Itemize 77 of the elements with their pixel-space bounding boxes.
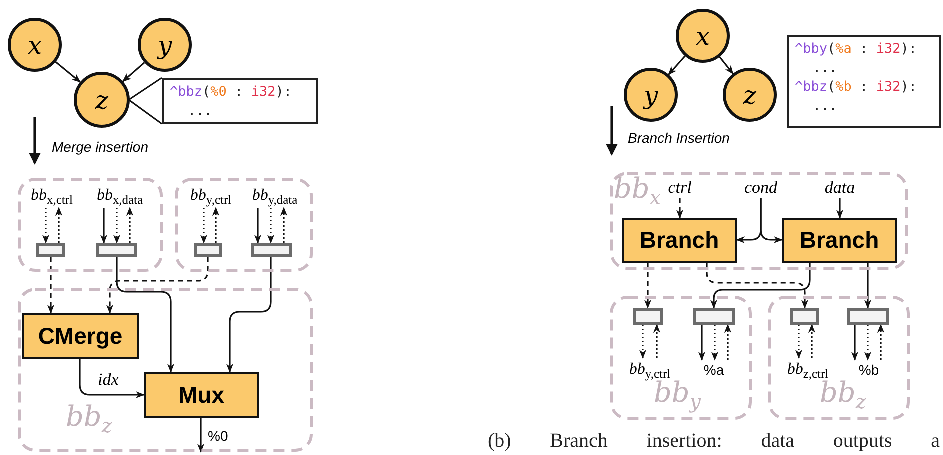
arrow bbox=[254, 208, 262, 244]
arrow bbox=[877, 324, 885, 360]
graph-node-circle: x bbox=[676, 9, 730, 63]
arrow bbox=[100, 208, 108, 244]
signal-label: data bbox=[816, 176, 864, 198]
code-line: ^bbz(%b : i32): bbox=[795, 78, 918, 97]
arrow bbox=[79, 359, 145, 399]
arrow bbox=[760, 198, 783, 244]
code-box bbox=[162, 78, 318, 124]
arrow bbox=[795, 325, 803, 359]
block-label: bb$_{x}$ bbox=[614, 172, 661, 210]
value-label: %a bbox=[696, 360, 732, 380]
arrow bbox=[47, 257, 55, 314]
graph-node-circle: y bbox=[138, 18, 192, 72]
arrow bbox=[864, 263, 872, 309]
signal-label: cond bbox=[737, 176, 785, 198]
annotation-text: Merge insertion bbox=[52, 139, 148, 155]
figure-caption: (b) Branch insertion: data outputs a bbox=[488, 430, 940, 453]
graph-node-circle: z bbox=[723, 68, 777, 122]
buffer-port bbox=[194, 243, 222, 257]
basic-block-region bbox=[175, 178, 313, 272]
graph-node-circle: y bbox=[624, 68, 678, 122]
port-label: bb$_{z,ctrl}$ bbox=[768, 358, 848, 382]
buffer-port bbox=[790, 308, 819, 325]
arrow bbox=[668, 56, 686, 76]
arrow bbox=[42, 208, 50, 244]
buffer-port bbox=[693, 308, 735, 325]
operation-box: CMerge bbox=[22, 313, 139, 359]
code-box bbox=[787, 35, 941, 128]
graph-node-circle: z bbox=[74, 72, 130, 128]
arrow bbox=[698, 325, 706, 361]
arrow bbox=[676, 198, 684, 219]
graph-node-circle: x bbox=[8, 18, 62, 72]
buffer-port bbox=[847, 308, 889, 325]
arrow bbox=[864, 325, 872, 361]
buffer-port bbox=[36, 243, 65, 257]
arrow bbox=[116, 257, 175, 373]
arrow bbox=[106, 257, 209, 314]
operation-box: Branch bbox=[622, 218, 737, 263]
code-line: ... bbox=[812, 97, 838, 116]
basic-block-region bbox=[18, 178, 163, 272]
buffer-port bbox=[633, 308, 663, 325]
code-line: ... bbox=[812, 59, 838, 78]
port-label: bb$_{y,ctrl}$ bbox=[610, 358, 690, 382]
edge-label: %0 bbox=[207, 428, 230, 444]
value-label: %b bbox=[851, 360, 887, 380]
operation-box: Mux bbox=[144, 372, 259, 418]
arrow bbox=[55, 62, 82, 83]
arrow bbox=[212, 207, 220, 243]
signal-label: ctrl bbox=[660, 176, 700, 198]
code-line: ... bbox=[187, 102, 214, 121]
arrow bbox=[711, 325, 719, 361]
arrow bbox=[653, 324, 661, 358]
arrow bbox=[808, 324, 816, 358]
annotation-text: Branch Insertion bbox=[628, 130, 730, 146]
arrow bbox=[226, 257, 272, 373]
code-line: ^bby(%a : i32): bbox=[795, 40, 918, 59]
arrow bbox=[200, 208, 208, 244]
buffer-port bbox=[251, 243, 292, 257]
arrow bbox=[719, 56, 734, 75]
arrow bbox=[267, 208, 275, 244]
arrow bbox=[280, 207, 288, 243]
callout-line bbox=[128, 77, 162, 125]
arrow bbox=[113, 208, 121, 244]
arrow bbox=[55, 207, 63, 243]
operation-box: Branch bbox=[782, 218, 897, 263]
arrow bbox=[836, 198, 844, 219]
arrow bbox=[724, 324, 732, 360]
arrow bbox=[122, 62, 146, 82]
code-line: ^bbz(%0 : i32): bbox=[170, 83, 293, 102]
arrow bbox=[639, 325, 647, 359]
arrow bbox=[197, 418, 205, 453]
arrow bbox=[644, 263, 652, 309]
arrow bbox=[126, 207, 134, 243]
buffer-port bbox=[96, 243, 137, 257]
block-label: bb$_{z}$ bbox=[66, 400, 112, 438]
arrow bbox=[851, 325, 859, 361]
